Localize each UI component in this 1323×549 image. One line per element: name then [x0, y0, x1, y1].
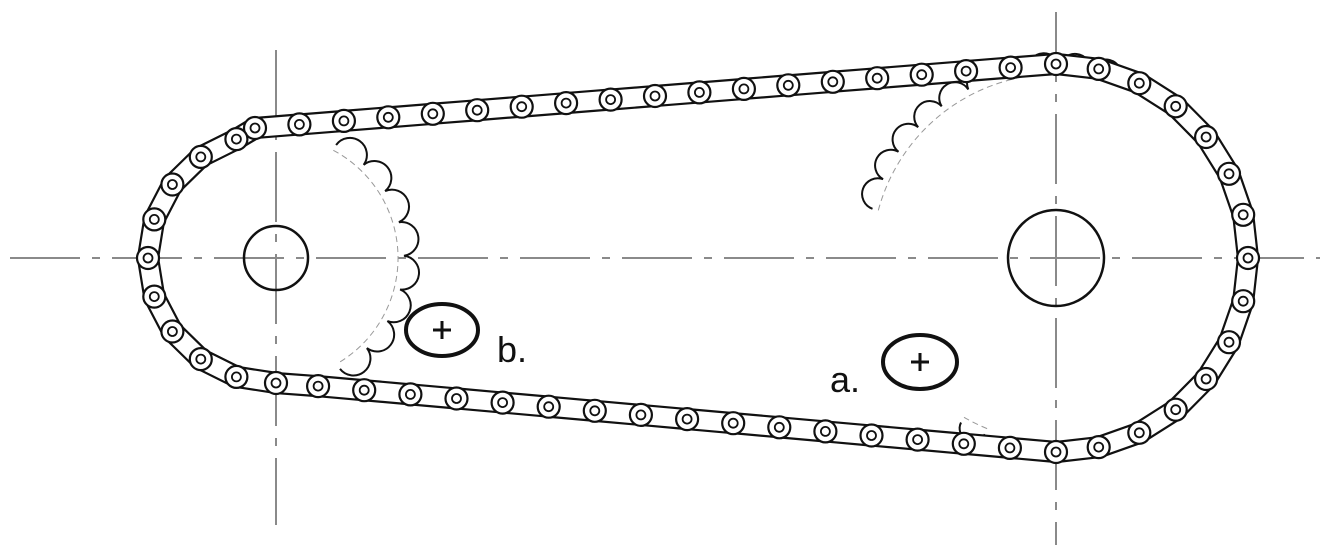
chain-pin	[195, 151, 207, 163]
chain-pin	[1005, 62, 1016, 73]
large-sprocket-left-pitch-arc	[877, 73, 1120, 211]
chain-pin	[820, 425, 831, 437]
chain-pin	[358, 384, 370, 396]
chain-pin	[195, 353, 207, 365]
chain-pin	[471, 104, 483, 116]
chain-pin	[142, 252, 154, 264]
chain-pin	[249, 122, 261, 134]
chain-pin	[427, 108, 439, 120]
chain-pin	[543, 401, 555, 413]
chain-pin	[773, 421, 785, 433]
large-sprocket-hub	[1006, 208, 1106, 308]
chain-pin	[1200, 131, 1212, 143]
small-sprocket-teeth	[335, 136, 420, 377]
chain-pin	[727, 417, 739, 429]
chain-pin	[1133, 427, 1145, 439]
roller-chain	[135, 51, 1261, 465]
chain-pin	[270, 377, 282, 389]
chain-pin	[694, 87, 705, 98]
chain-pin	[1093, 441, 1105, 453]
chain-pin	[635, 409, 647, 421]
marker-a	[881, 333, 959, 391]
chain-pin	[871, 72, 883, 84]
chain-pin	[738, 83, 750, 95]
chain-pin	[1200, 373, 1212, 385]
small-sprocket-pitch-arc	[333, 149, 399, 365]
chain-pin	[516, 101, 528, 113]
chain-pin	[782, 79, 794, 91]
chain-pin	[338, 115, 350, 127]
chain-pin	[1237, 209, 1249, 221]
chain-pin	[1223, 168, 1235, 180]
chain-pin	[166, 326, 178, 337]
chain-pin	[866, 430, 877, 441]
chain-pin	[560, 97, 572, 109]
chain-pin	[912, 434, 923, 446]
chain-pin	[1093, 63, 1105, 75]
marker-b-label: b.	[497, 329, 527, 370]
chain-pin	[958, 438, 970, 450]
small-sprocket	[333, 136, 420, 377]
chain-pin	[1170, 404, 1182, 416]
chain-pin	[1242, 252, 1254, 264]
marker-a-label: a.	[830, 359, 860, 400]
chain-pin	[404, 388, 416, 400]
chain-pin	[1133, 77, 1145, 89]
chain-pin	[166, 179, 178, 190]
chain-pin	[605, 94, 616, 105]
large-sprocket-bottom-pitch-arc	[963, 416, 988, 430]
small-sprocket-hub	[242, 224, 310, 292]
chain-pin	[148, 291, 160, 303]
marker-a-ellipse	[881, 333, 959, 391]
chain-pin	[451, 393, 462, 404]
chain-pin	[1050, 58, 1062, 70]
chain-pin	[497, 397, 509, 409]
chain-pin	[1237, 295, 1249, 307]
chain-pin	[293, 119, 305, 130]
chain-pin	[230, 371, 242, 383]
chain-pin	[382, 111, 394, 123]
chain-pin	[827, 76, 839, 88]
chain-pin	[148, 213, 160, 225]
chain-pin	[916, 69, 928, 81]
chain-pin	[1050, 446, 1062, 458]
chain-pin	[649, 90, 661, 102]
chain-pin	[312, 380, 324, 392]
chain-pin	[960, 65, 972, 77]
chain-pin	[681, 413, 693, 425]
chain-pin	[589, 405, 601, 417]
chain-pin	[230, 133, 242, 145]
chain-pin	[1170, 100, 1182, 112]
marker-b	[404, 302, 480, 358]
chain-pin	[1223, 336, 1235, 348]
chain-pin	[1004, 442, 1016, 454]
